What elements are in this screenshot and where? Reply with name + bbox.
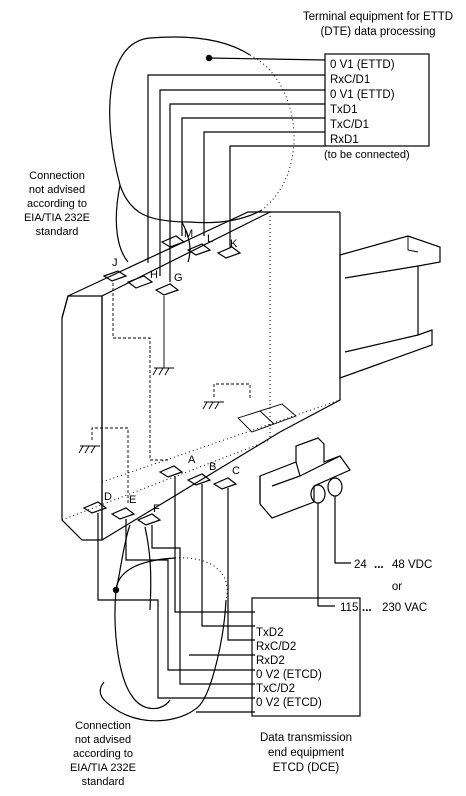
terminal-c: C (212, 465, 240, 490)
dce-signal-list: TxD2 RxC/D2 RxD2 0 V2 (ETCD) TxC/D2 0 V2… (256, 627, 322, 709)
terminal-j: J (102, 257, 128, 282)
svg-text:Connection: Connection (75, 720, 131, 732)
svg-text:B: B (209, 461, 216, 473)
svg-text:standard: standard (82, 776, 125, 788)
dte-signal: 0 V1 (ETTD) (330, 59, 395, 71)
dte-signal: TxC/D1 (330, 119, 369, 131)
dte-title-line-1: Terminal equipment for ETTD (303, 11, 453, 23)
terminal-l: L (186, 233, 213, 256)
bottom-connection-note: Connection not advised according to EIA/… (70, 720, 136, 788)
svg-text:according to: according to (73, 748, 133, 760)
bottom-cable (99, 524, 228, 722)
svg-text:not advised: not advised (75, 734, 131, 746)
dce-signal: RxD2 (256, 655, 285, 667)
top-connection-note: Connection not advised according to EIA/… (24, 170, 90, 238)
svg-text:...: ... (362, 602, 372, 614)
terminal-h: H (126, 269, 158, 289)
dce-signal: 0 V2 (ETCD) (256, 669, 322, 681)
bottom-wires (97, 476, 255, 713)
svg-text:EIA/TIA 232E: EIA/TIA 232E (24, 212, 90, 224)
bottom-terminal-block: A B C D E F (82, 454, 240, 526)
dce-signal: TxC/D2 (256, 683, 295, 695)
dte-signal: 0 V1 (ETTD) (330, 89, 395, 101)
dce-signal: 0 V2 (ETCD) (256, 697, 322, 709)
ac-min-voltage: 115 (340, 602, 358, 614)
dce-caption: Data transmission end equipment ETCD (DC… (260, 732, 352, 774)
terminal-e: E (110, 494, 136, 520)
svg-text:J: J (112, 257, 118, 269)
svg-text:Data transmission: Data transmission (260, 732, 352, 744)
top-internal-wiring (78, 283, 251, 505)
top-cable (109, 36, 326, 263)
dce-signal: TxD2 (256, 627, 283, 639)
dce-signal: RxC/D2 (256, 641, 296, 653)
terminal-f: F (136, 503, 162, 526)
svg-text:E: E (129, 494, 136, 506)
terminal-g: G (154, 272, 183, 296)
top-terminal-block: J H G M L K (102, 228, 242, 296)
dte-note: (to be connected) (324, 149, 410, 161)
power-or: or (392, 581, 402, 593)
dc-min-voltage: 24 (354, 559, 367, 571)
svg-text:Connection: Connection (29, 170, 85, 182)
dte-title-line-2: (DTE) data processing (320, 26, 435, 38)
terminal-b: B (186, 461, 216, 486)
dte-signal: RxC/D1 (330, 74, 370, 86)
svg-text:M: M (184, 228, 193, 240)
svg-text:C: C (232, 465, 240, 477)
terminal-k: K (216, 238, 242, 259)
svg-text:EIA/TIA 232E: EIA/TIA 232E (70, 762, 136, 774)
svg-text:H: H (150, 269, 158, 281)
terminal-a: A (158, 454, 196, 478)
svg-text:not advised: not advised (29, 184, 85, 196)
top-wires (147, 74, 325, 282)
svg-text:K: K (230, 238, 238, 250)
device-body (61, 211, 441, 541)
svg-text:end equipment: end equipment (268, 747, 345, 759)
dte-signal: RxD1 (330, 134, 359, 146)
svg-text:A: A (188, 454, 196, 466)
dte-signal: TxD1 (330, 104, 357, 116)
ground-symbol (202, 401, 224, 410)
svg-text:L: L (207, 233, 213, 245)
ground-symbol (152, 367, 174, 376)
power-connector (259, 437, 351, 607)
dte-signal-list: 0 V1 (ETTD) RxC/D1 0 V1 (ETTD) TxD1 TxC/… (330, 59, 395, 146)
terminal-d: D (82, 491, 112, 514)
dce-signal-box (251, 597, 361, 717)
svg-text:F: F (153, 503, 160, 515)
ac-max-voltage: 230 VAC (382, 602, 427, 614)
svg-text:standard: standard (36, 226, 79, 238)
svg-text:ETCD (DCE): ETCD (DCE) (273, 762, 340, 774)
svg-text:G: G (174, 272, 183, 284)
dte-signal-box (324, 53, 430, 147)
terminal-m: M (160, 228, 193, 248)
svg-text:according to: according to (27, 198, 87, 210)
ground-symbol (78, 445, 100, 454)
svg-text:D: D (104, 491, 112, 503)
dc-max-voltage: 48 VDC (392, 559, 432, 571)
svg-text:...: ... (374, 559, 384, 571)
power-labels: 24 ... 48 VDC or 115 ... 230 VAC (340, 559, 432, 614)
